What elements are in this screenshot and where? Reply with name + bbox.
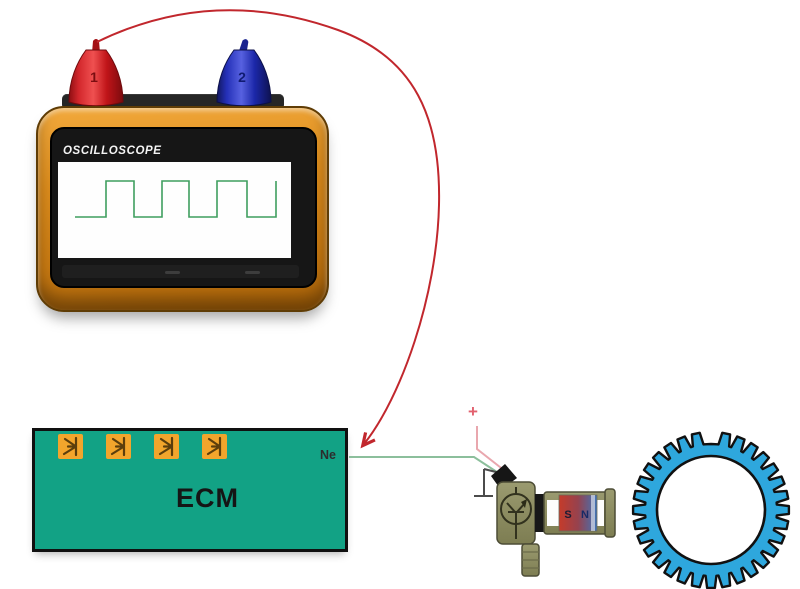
probe-1-number: 1 [90, 69, 98, 85]
magnet-north-label: N [581, 509, 589, 521]
square-wave-trace [75, 180, 277, 218]
ecm-label: ECM [176, 483, 239, 513]
transistor-driver-icon [106, 434, 131, 459]
sensor-tip-ridges [522, 551, 539, 569]
transistor-symbol-icon [110, 436, 126, 457]
gear-center-hole [655, 454, 767, 566]
oscilloscope-title: OSCILLOSCOPE [63, 145, 162, 157]
reluctor-gear-wheel [631, 431, 791, 589]
magnet-end-cap [604, 488, 616, 538]
magnet-south-label: S [564, 509, 571, 521]
magnet-sheen [591, 495, 595, 531]
sensor-mount-bar [535, 494, 544, 532]
ne-signal-wire [349, 456, 504, 477]
supply-plus-label: + [468, 402, 478, 421]
transistor-driver-icon [202, 434, 227, 459]
probe-2-blue-icon: 2 [216, 39, 272, 107]
scope-recess-mark [245, 271, 260, 274]
sensor-connector [491, 464, 517, 490]
transistor-arrow [521, 499, 527, 508]
transistor-driver-icon [58, 434, 83, 459]
sensor-transistor-symbol [500, 487, 532, 539]
transistor-symbol-icon [206, 436, 222, 457]
magnet-block [558, 494, 598, 532]
probe-2-number: 2 [238, 69, 246, 85]
transistor-driver-icon [154, 434, 179, 459]
probe-1-red-icon: 1 [68, 39, 124, 107]
scope-lower-recess [62, 265, 299, 278]
scope-recess-mark [165, 271, 180, 274]
crank-position-sensor: S N [491, 464, 616, 577]
transistor-symbol-icon [158, 436, 174, 457]
transistor-symbol-icon [62, 436, 78, 457]
waveform-display [75, 180, 277, 218]
ne-pin-label: Ne [320, 448, 336, 462]
